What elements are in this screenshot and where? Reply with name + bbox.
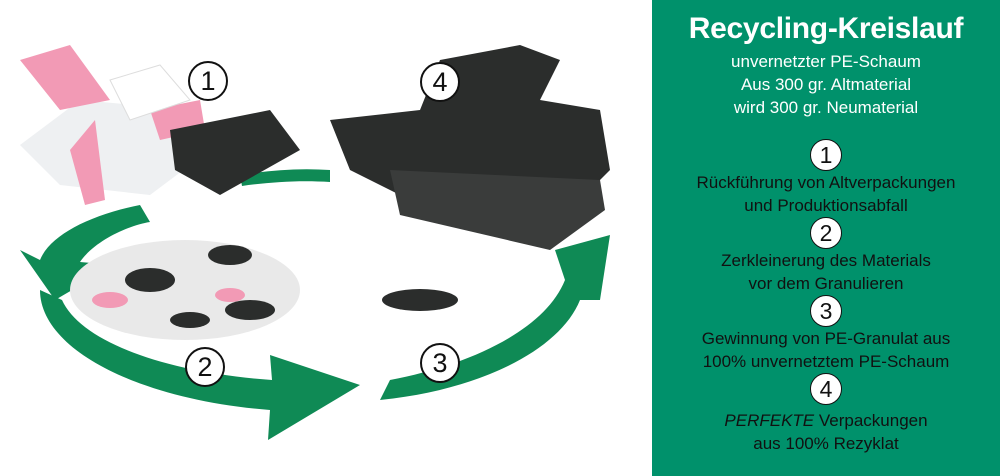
step-4-badge: 4 bbox=[420, 62, 460, 102]
arrow-2-to-3 bbox=[40, 290, 360, 440]
step-text: und Produktionsabfall bbox=[744, 196, 908, 215]
step-1: 1 Rückführung von Altverpackungen und Pr… bbox=[652, 139, 1000, 217]
emphasis-text: PERFEKTE bbox=[724, 411, 815, 430]
step-text: Zerkleinerung des Materials bbox=[721, 251, 931, 270]
subtitle-line: unvernetzter PE-Schaum bbox=[731, 52, 921, 71]
step-1-badge: 1 bbox=[188, 61, 228, 101]
step-2-badge: 2 bbox=[185, 347, 225, 387]
arrow-3-to-4 bbox=[380, 235, 610, 400]
arrow-4-to-1 bbox=[240, 169, 330, 186]
subtitle-line: Aus 300 gr. Altmaterial bbox=[740, 75, 912, 94]
recycling-cycle-illustration bbox=[20, 45, 610, 440]
step-number-badge: 4 bbox=[810, 373, 842, 405]
step-4: 4 PERFEKTE Verpackungen aus 100% Rezykla… bbox=[652, 373, 1000, 455]
arrow-1-to-2 bbox=[20, 205, 150, 300]
subtitle-line: wird 300 gr. Neumaterial bbox=[733, 98, 919, 117]
shredded-foam bbox=[70, 240, 300, 340]
step-text: 100% unvernetztem PE-Schaum bbox=[702, 352, 950, 371]
panel-title: Recycling-Kreislauf bbox=[688, 12, 964, 45]
step-text-rest: Verpackungen bbox=[814, 411, 928, 430]
new-packaging-foam bbox=[330, 45, 610, 250]
cycle-arrows bbox=[20, 169, 610, 440]
step-2: 2 Zerkleinerung des Materials vor dem Gr… bbox=[652, 217, 1000, 295]
step-3: 3 Gewinnung von PE-Granulat aus 100% unv… bbox=[652, 295, 1000, 373]
step-text: PERFEKTE Verpackungen bbox=[652, 409, 1000, 432]
step-text: Gewinnung von PE-Granulat aus bbox=[701, 329, 951, 348]
step-text: vor dem Granulieren bbox=[748, 274, 904, 293]
step-number-badge: 3 bbox=[810, 295, 842, 327]
info-panel: Recycling-Kreislauf unvernetzter PE-Scha… bbox=[652, 0, 1000, 476]
pe-granulate bbox=[382, 289, 458, 311]
step-number-badge: 2 bbox=[810, 217, 842, 249]
step-3-badge: 3 bbox=[420, 343, 460, 383]
step-text: aus 100% Rezyklat bbox=[753, 434, 899, 453]
step-number-badge: 1 bbox=[810, 139, 842, 171]
old-packaging-foam bbox=[20, 45, 300, 205]
step-text: Rückführung von Altverpackungen bbox=[696, 173, 956, 192]
